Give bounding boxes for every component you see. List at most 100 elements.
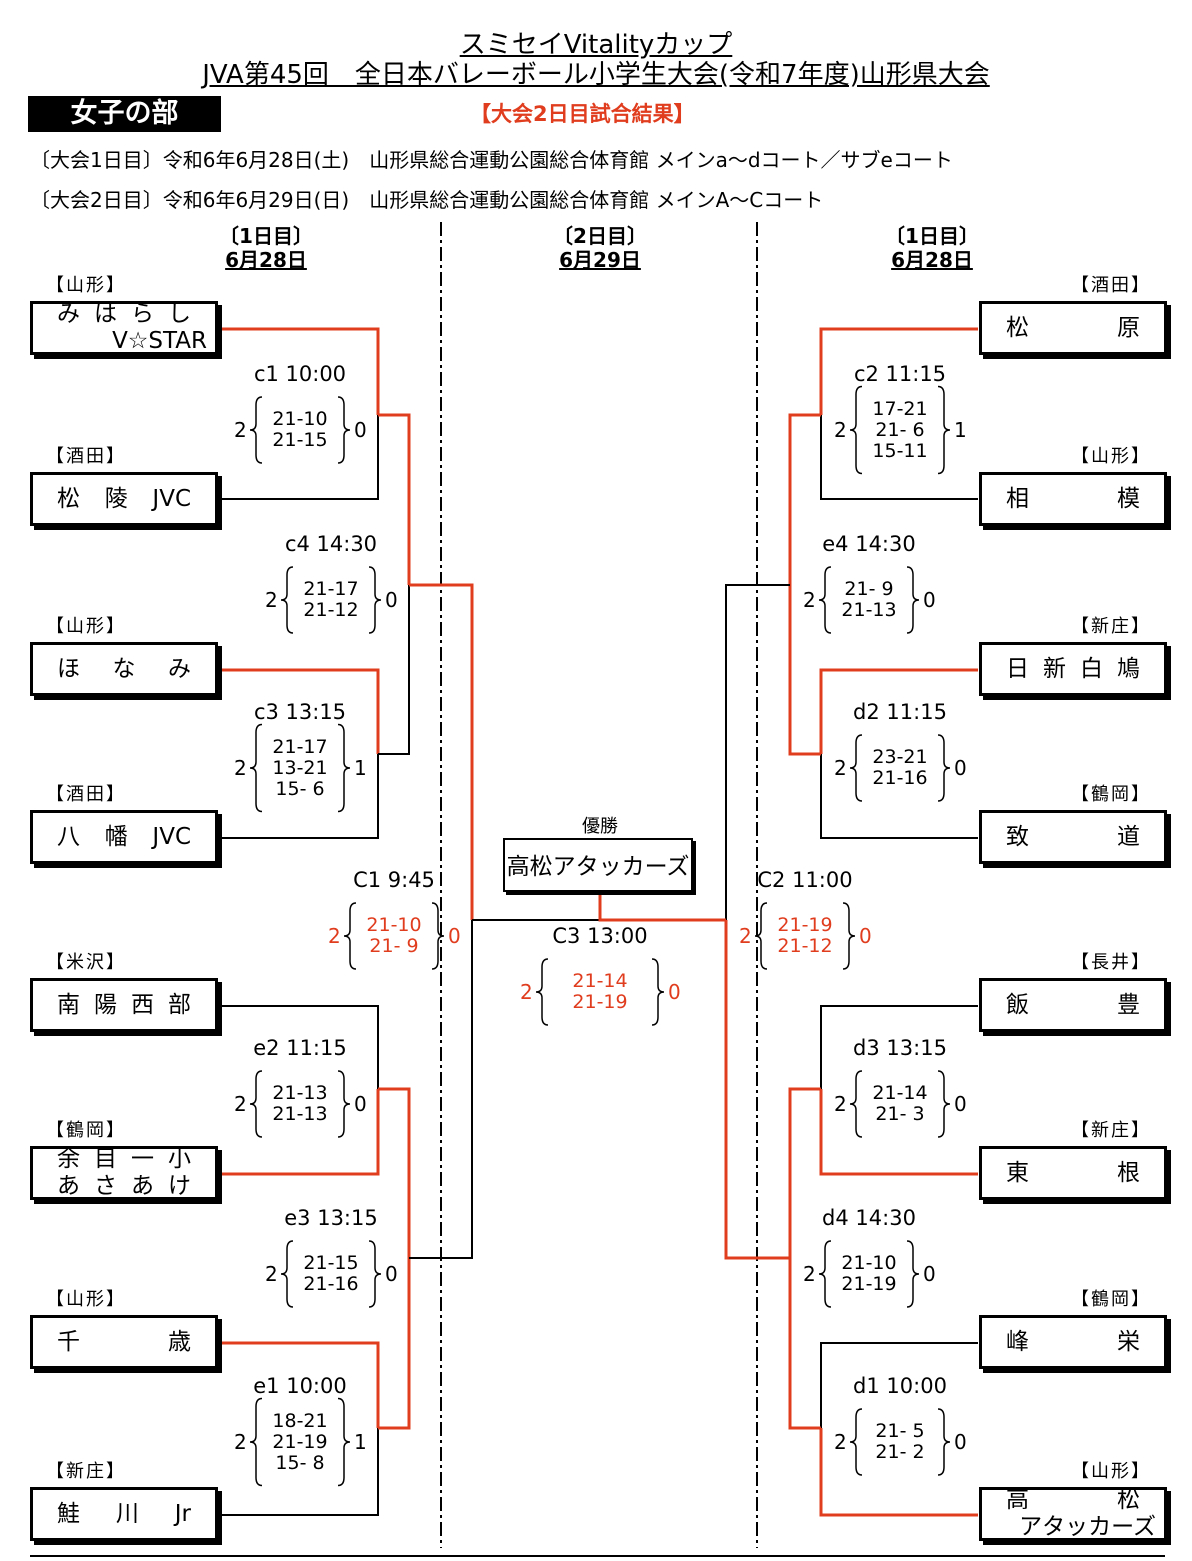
set-score: 21-10: [366, 914, 422, 936]
set-score: 21-19: [841, 1273, 897, 1295]
team-box: 余目一小あさあけ: [30, 1146, 218, 1200]
set-score: 21-10: [841, 1252, 897, 1274]
match-label: d2 11:15: [853, 700, 947, 724]
score-brace: [937, 1070, 951, 1138]
match-wins-right: 0: [354, 1092, 367, 1116]
match-wins-left: 2: [234, 756, 247, 780]
team-box: ほなみ: [30, 642, 218, 696]
team-prefecture: 【米沢】: [46, 952, 126, 973]
set-score: 15- 6: [275, 777, 325, 800]
team-name-line: 相模: [1006, 485, 1140, 512]
score-brace: [754, 902, 768, 970]
team-name-line: あさあけ: [57, 1173, 191, 1199]
day-header-center: 〔2日目〕 6月29日: [530, 224, 670, 272]
set-score: 21-14: [872, 1082, 928, 1104]
set-score: 21- 2: [875, 1441, 925, 1463]
score-brace: [849, 1070, 863, 1138]
team-prefecture: 【山形】: [46, 1289, 126, 1310]
day1-info: 〔大会1日目〕令和6年6月28日(土) 山形県総合運動公園総合体育館 メインa～…: [30, 148, 953, 172]
match-wins-right: 0: [954, 1430, 967, 1454]
set-score: 21-17: [272, 735, 328, 758]
match-label: d3 13:15: [853, 1036, 947, 1060]
team-name-line: 致道: [1006, 823, 1140, 850]
team-box: 松原: [979, 301, 1167, 355]
match-wins-right: 0: [668, 980, 681, 1004]
score-brace: [343, 902, 357, 970]
score-brace: [906, 1240, 920, 1308]
set-score: 21-17: [303, 578, 359, 600]
day-header-right-date: 6月28日: [891, 248, 973, 272]
match-wins-left: 2: [520, 980, 533, 1004]
match-wins-right: 0: [354, 418, 367, 442]
match-label: C1 9:45: [353, 868, 435, 892]
score-brace: [249, 396, 263, 464]
team-name-line: みはらし: [57, 301, 191, 327]
match-wins-right: 0: [923, 588, 936, 612]
day2-info: 〔大会2日目〕令和6年6月29日(日) 山形県総合運動公園総合体育館 メインA～…: [30, 188, 824, 212]
day-header-left-date: 6月28日: [225, 248, 307, 272]
match-wins-left: 2: [834, 418, 847, 442]
score-brace: [337, 396, 351, 464]
set-score: 21- 9: [844, 578, 894, 600]
team-name-line: 飯豊: [1006, 991, 1140, 1018]
team-prefecture: 【酒田】: [46, 784, 126, 805]
team-box: 致道: [979, 810, 1167, 864]
score-brace: [337, 1397, 351, 1487]
set-score: 21-12: [777, 935, 833, 957]
set-score: 13-21: [272, 756, 328, 779]
score-brace: [818, 566, 832, 634]
match-wins-right: 1: [354, 1430, 367, 1454]
team-box: 鮭川Jr: [30, 1487, 218, 1541]
day-header-left: 〔1日目〕 6月28日: [196, 224, 336, 272]
score-brace: [249, 723, 263, 813]
match-wins-left: 2: [234, 1430, 247, 1454]
team-prefecture: 【新庄】: [1071, 616, 1151, 637]
day-header-center-date: 6月29日: [559, 248, 641, 272]
score-brace: [937, 1408, 951, 1476]
team-box: 八幡JVC: [30, 810, 218, 864]
team-box: 松陵JVC: [30, 472, 218, 526]
team-name-line: 南陽西部: [57, 991, 191, 1018]
match-wins-left: 2: [739, 924, 752, 948]
match-wins-right: 1: [354, 756, 367, 780]
set-score: 21- 9: [369, 935, 419, 957]
team-name-line: 余目一小: [57, 1146, 191, 1172]
score-brace: [849, 1408, 863, 1476]
score-brace: [849, 385, 863, 475]
team-name-line: 日新白鳩: [1006, 655, 1140, 682]
team-prefecture: 【鶴岡】: [1071, 784, 1151, 805]
set-score: 23-21: [872, 746, 928, 768]
match-wins-left: 2: [265, 588, 278, 612]
score-brace: [368, 566, 382, 634]
set-score: 21-14: [572, 970, 628, 992]
set-score: 21-12: [303, 599, 359, 621]
match-wins-left: 2: [265, 1262, 278, 1286]
score-brace: [937, 385, 951, 475]
match-wins-left: 2: [834, 1092, 847, 1116]
set-score: 15- 8: [275, 1451, 325, 1474]
set-score: 21-15: [303, 1252, 359, 1274]
set-score: 17-21: [872, 397, 928, 420]
set-score: 21-10: [272, 408, 328, 430]
day-header-left-label: 〔1日目〕: [219, 224, 313, 248]
champion-box: 高松アタッカーズ: [503, 838, 693, 892]
score-brace: [337, 1070, 351, 1138]
champion-label: 優勝: [582, 816, 618, 837]
team-name-line: アタッカーズ: [1019, 1514, 1156, 1540]
match-wins-left: 2: [803, 588, 816, 612]
match-label: c2 11:15: [853, 362, 947, 386]
score-brace: [906, 566, 920, 634]
set-score: 21-16: [303, 1273, 359, 1295]
team-box: 相模: [979, 472, 1167, 526]
